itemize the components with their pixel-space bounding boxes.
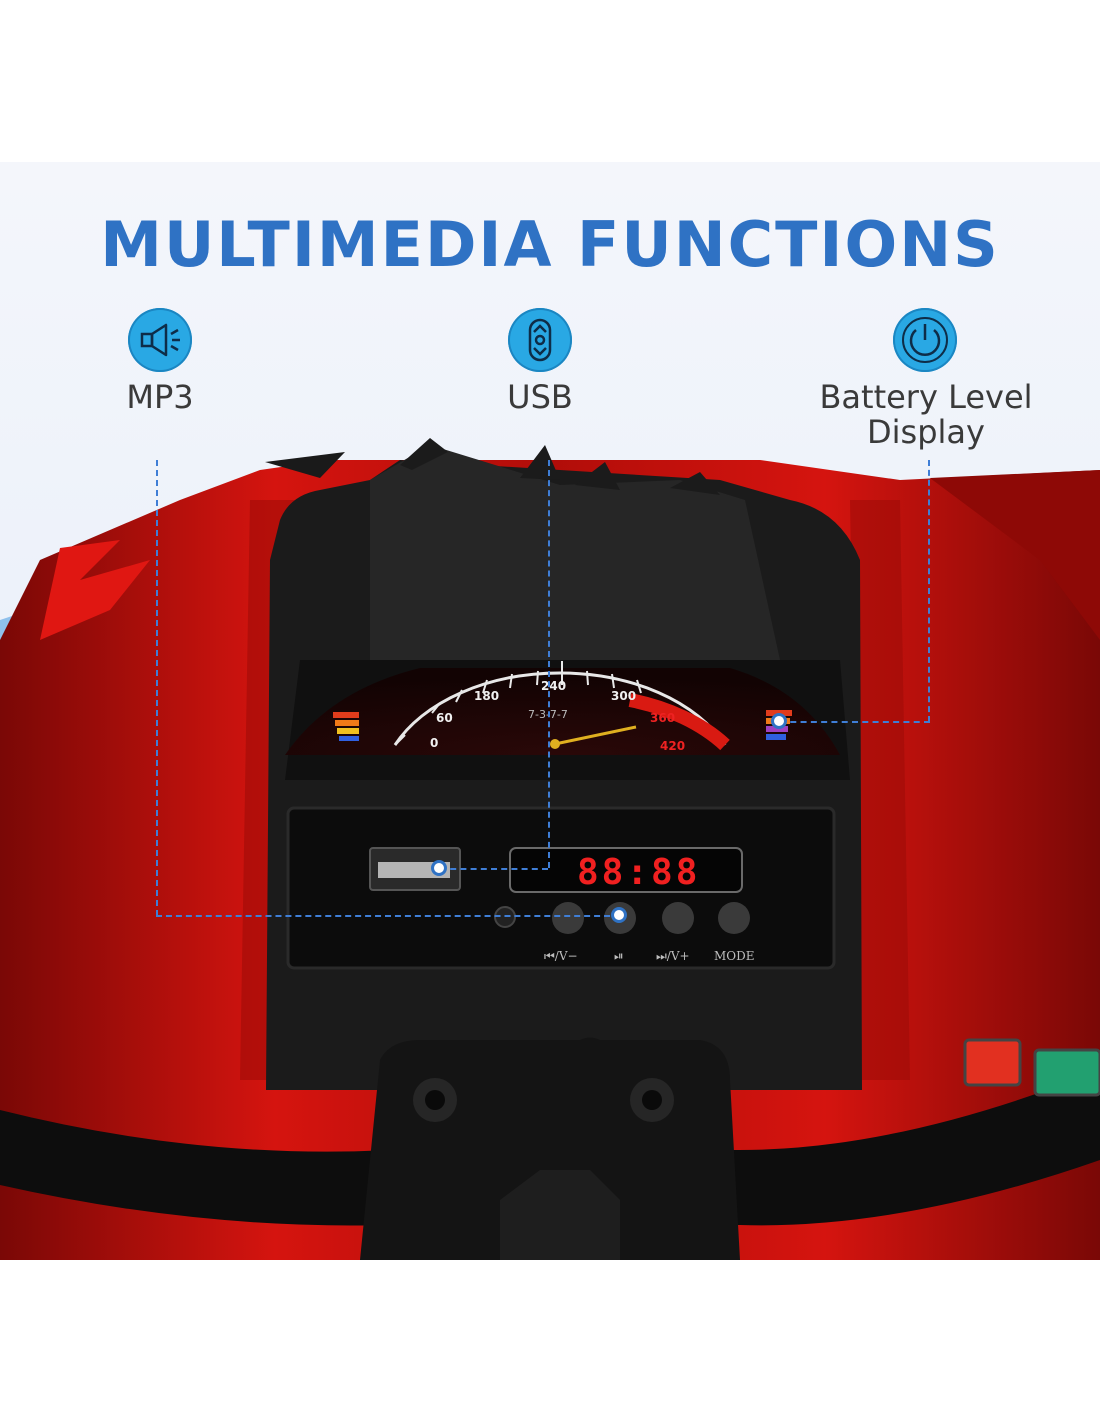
- callout-dot-usb: [431, 860, 447, 876]
- green-switch: [1033, 1048, 1100, 1097]
- power-icon: [893, 308, 957, 372]
- led-time: 88:88: [577, 852, 700, 893]
- feature-label-mp3: MP3: [126, 378, 194, 416]
- odometer: 7-3-7-7: [528, 708, 568, 721]
- gauge-tick-180: 180: [474, 689, 499, 703]
- gauge-tick-360: 360: [650, 711, 675, 725]
- callout-line-battery-horizontal: [780, 721, 930, 723]
- feature-mp3: MP3: [90, 308, 230, 415]
- callout-dot-battery: [771, 713, 787, 729]
- callout-line-mp3-horizontal: [156, 915, 620, 917]
- feature-battery: Battery Level Display: [800, 308, 1052, 450]
- speaker-icon: [128, 308, 192, 372]
- play-pause-label: ⏯: [614, 949, 624, 963]
- gauge-tick-420: 420: [660, 739, 685, 753]
- feature-label-battery-2: Display: [867, 413, 985, 451]
- page-title: MULTIMEDIA FUNCTIONS: [100, 208, 1000, 281]
- feature-label-battery-1: Battery Level: [819, 378, 1033, 416]
- gauge-tick-0: 0: [430, 736, 438, 750]
- next-vol-up-label: ⏭/V+: [656, 949, 690, 963]
- aux-jack: [494, 906, 516, 928]
- callout-line-mp3-vertical: [156, 460, 158, 916]
- feature-usb: USB: [470, 308, 610, 415]
- callout-dot-mp3: [611, 907, 627, 923]
- red-switch: [963, 1038, 1022, 1087]
- battery-meter-left: [333, 712, 359, 741]
- led-display: [509, 847, 743, 893]
- prev-vol-down-label: ⏮/V−: [544, 949, 578, 963]
- handlebar: [0, 1070, 1100, 1226]
- feature-label-usb: USB: [507, 378, 573, 416]
- callout-line-usb-horizontal: [440, 868, 548, 870]
- callout-line-usb-vertical: [548, 460, 550, 868]
- callout-line-battery-vertical: [928, 460, 930, 722]
- mode-label: MODE: [714, 949, 755, 963]
- gauge-tick-300: 300: [611, 689, 636, 703]
- gauge-tick-60: 60: [436, 711, 453, 725]
- usb-updown-icon: [508, 308, 572, 372]
- gauge-needle: [554, 725, 637, 746]
- gauge-tick-240: 240: [541, 679, 566, 693]
